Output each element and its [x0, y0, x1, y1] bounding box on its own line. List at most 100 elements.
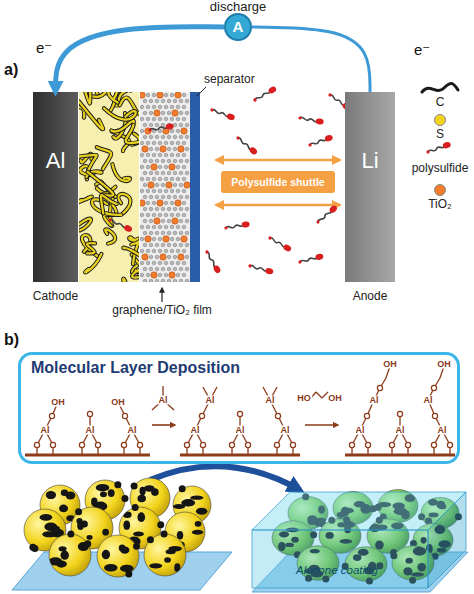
- carbon-atom: [185, 171, 189, 175]
- carbon-atom: [152, 177, 156, 181]
- electrode-symbol: Al: [33, 150, 78, 172]
- fiber-core: [88, 172, 114, 196]
- carbon-atom: [158, 141, 162, 145]
- carbon-atom: [140, 165, 144, 169]
- carbon-atom: [179, 183, 183, 187]
- external-wire: [252, 27, 370, 92]
- legend-symbol: [418, 82, 462, 96]
- oxygen-atom: [229, 442, 234, 447]
- fiber-outline: [101, 195, 117, 213]
- carbon-atom: [140, 225, 144, 229]
- atom-label: Al: [437, 426, 448, 435]
- carbon-atom: [146, 93, 150, 97]
- fiber-outline: [79, 219, 91, 231]
- carbon-atom: [167, 99, 171, 103]
- carbon-atom: [167, 243, 171, 247]
- carbon-atom: [146, 105, 150, 109]
- fiber-core: [123, 248, 139, 263]
- atom-label: Al: [369, 396, 380, 405]
- atom-label: Al: [423, 396, 434, 405]
- carbon-atom: [161, 111, 165, 115]
- carbon-atom: [167, 231, 171, 235]
- carbon-atom: [155, 279, 159, 282]
- part-label: graphene/TiO₂ film: [112, 304, 212, 316]
- legend-swatch: [434, 114, 446, 126]
- carbon-atom: [143, 99, 147, 103]
- carbon-atom: [158, 105, 162, 109]
- fiber-core: [79, 219, 91, 231]
- polysulfide-shape: [224, 221, 250, 231]
- carbon-atom: [149, 279, 153, 282]
- carbon-atom: [155, 99, 159, 103]
- oxygen-atom: [405, 442, 410, 447]
- leader-arrow: [161, 288, 162, 302]
- tio2-particle: [154, 218, 160, 224]
- atom-label: Al: [355, 426, 366, 435]
- carbon-particle: [125, 570, 132, 577]
- electrode-symbol: Li: [345, 150, 395, 172]
- carbon-atom: [146, 177, 150, 181]
- carbon-atom: [161, 243, 165, 247]
- carbon-atom: [176, 129, 180, 133]
- polysulfide-shape: [315, 204, 338, 225]
- carbon-atom: [176, 117, 180, 121]
- fiber-core: [118, 194, 130, 214]
- oxygen-atom: [121, 442, 126, 447]
- carbon-atom: [143, 195, 147, 199]
- tio2-lattice: [140, 92, 190, 282]
- atom-label: Al: [40, 426, 51, 435]
- fiber-core: [109, 92, 130, 112]
- fiber-core: [87, 243, 95, 253]
- polysulfide-shape: [252, 85, 277, 103]
- carbon-atom: [185, 267, 189, 271]
- oxygen-atom: [364, 413, 369, 418]
- carbon-atom: [164, 117, 168, 121]
- carbon-atom: [161, 135, 165, 139]
- carbon-atom: [155, 255, 159, 259]
- carbon-atom: [158, 237, 162, 241]
- carbon-atom: [155, 207, 159, 211]
- carbon-atom: [152, 249, 156, 253]
- polysulfide-shape: [209, 107, 235, 121]
- carbon-atom: [155, 267, 159, 271]
- tio2-particle: [148, 182, 154, 188]
- carbon-atom: [167, 147, 171, 151]
- carbon-atom: [164, 141, 168, 145]
- carbon-atom: [176, 177, 180, 181]
- carbon-atom: [170, 153, 174, 157]
- carbon-atom: [167, 171, 171, 175]
- carbon-atom: [143, 123, 147, 127]
- oxygen-atom: [122, 413, 127, 418]
- polysulfide-shape: [107, 217, 133, 233]
- tio2-particle: [154, 110, 160, 116]
- substrate-line: [345, 454, 455, 457]
- carbon-atom: [182, 201, 186, 205]
- carbon-atom: [164, 189, 168, 193]
- oxygen-atom: [79, 442, 84, 447]
- tio2-particle: [181, 128, 187, 134]
- carbon-atom: [155, 183, 159, 187]
- carbon-atom: [155, 231, 159, 235]
- polysulfide-shape: [148, 123, 174, 133]
- carbon-atom: [182, 213, 186, 217]
- tio2-particle: [151, 164, 157, 170]
- ammeter-circle: dischargeA: [224, 13, 252, 41]
- carbon-atom: [146, 141, 150, 145]
- carbon-atom: [149, 123, 153, 127]
- tio2-particle: [160, 146, 166, 152]
- tio2-particle: [175, 92, 181, 98]
- legend-entry: polysulfide: [410, 140, 470, 175]
- carbon-patches: [91, 484, 115, 511]
- carbon-atom: [161, 123, 165, 127]
- carbon-atom: [146, 117, 150, 121]
- carbon-patches: [76, 518, 109, 540]
- process-arrow: [150, 466, 300, 490]
- carbon-atom: [182, 165, 186, 169]
- mld-chemistry: [25, 366, 455, 455]
- composite-particle: [97, 535, 139, 577]
- carbon-atom: [173, 135, 177, 139]
- fiber-core: [104, 108, 136, 119]
- legend-symbol: [418, 140, 462, 162]
- tio2-particle: [142, 254, 148, 260]
